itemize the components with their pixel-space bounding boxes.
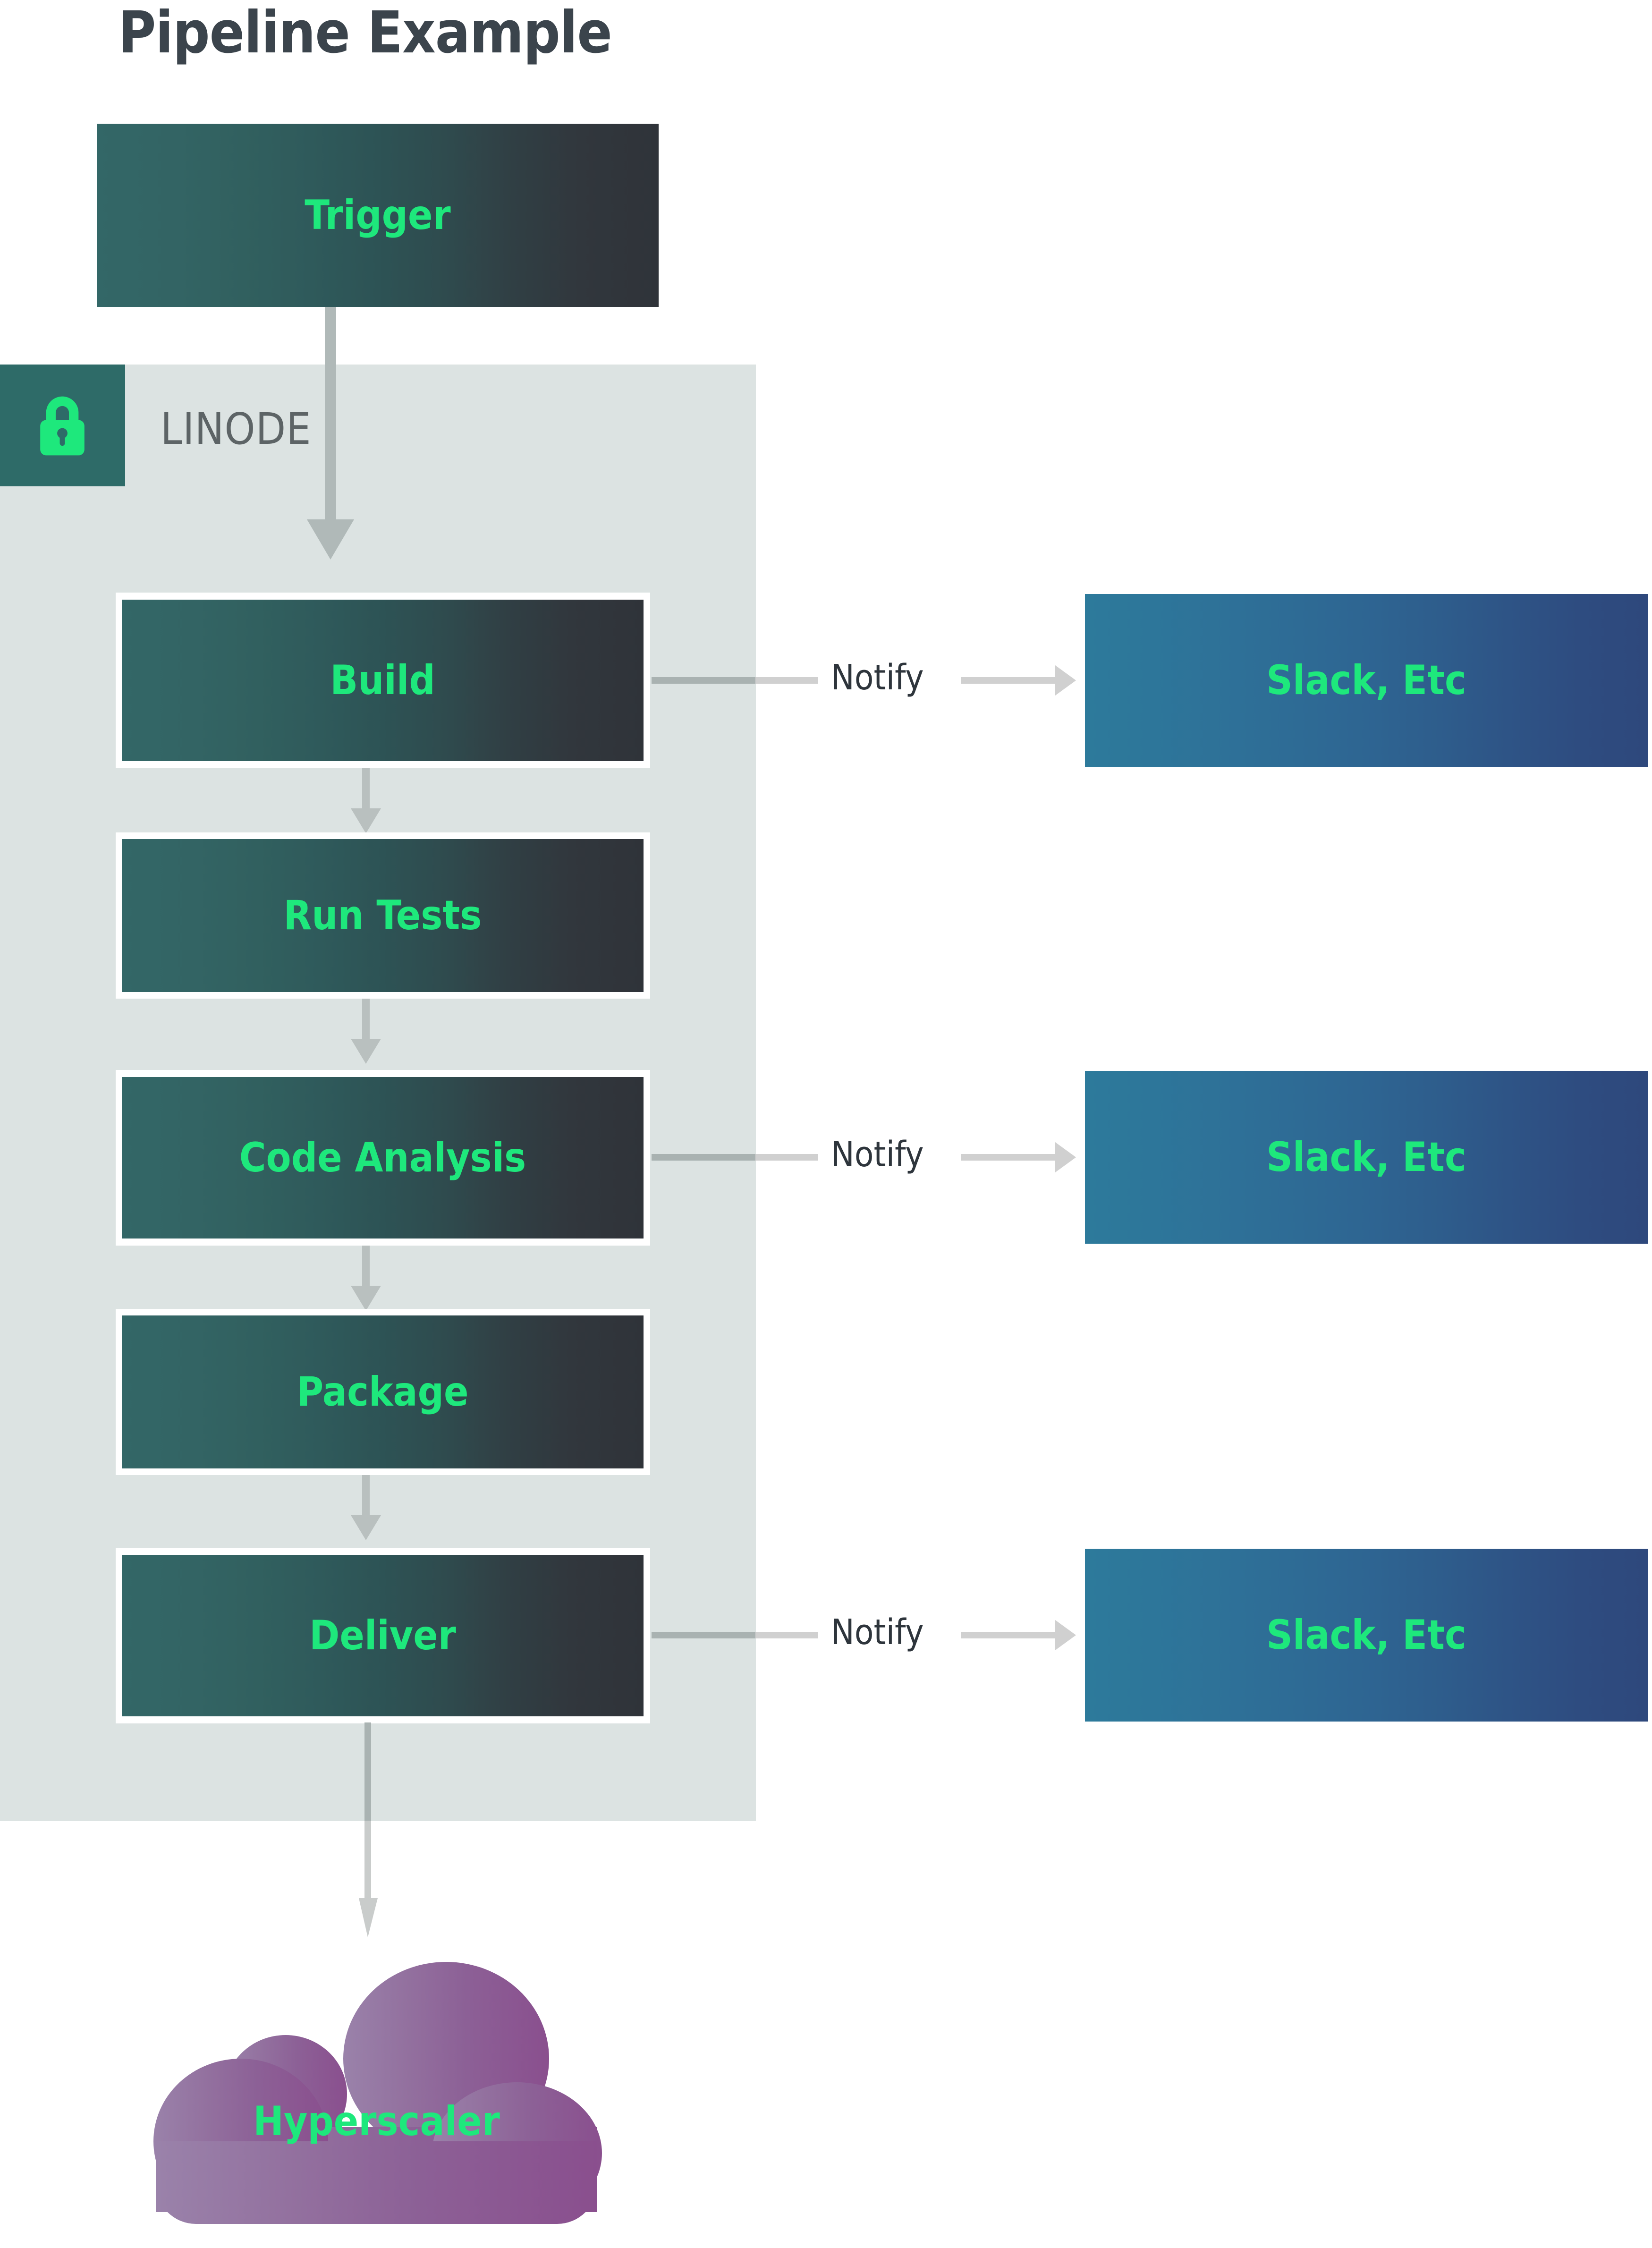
- linode-badge: [0, 365, 125, 486]
- node-slack-2[interactable]: Slack, Etc: [1085, 1071, 1648, 1244]
- node-slack-3[interactable]: Slack, Etc: [1085, 1549, 1648, 1722]
- node-trigger[interactable]: Trigger: [97, 124, 659, 307]
- notify-line-2-tail: [961, 1154, 1055, 1161]
- arrow-package-to-deliver: [351, 1475, 381, 1540]
- node-slack-2-label: Slack, Etc: [1266, 1134, 1466, 1181]
- node-deliver-label: Deliver: [309, 1612, 456, 1659]
- notify-arrowhead-1: [1055, 665, 1076, 696]
- arrow-build-to-run-tests: [351, 768, 381, 833]
- notify-label-3: Notify: [831, 1612, 924, 1653]
- node-package[interactable]: Package: [122, 1315, 644, 1468]
- notify-line-3-tail: [961, 1632, 1055, 1638]
- linode-zone-label: LINODE: [161, 404, 312, 454]
- node-hyperscaler[interactable]: Hyperscaler: [144, 1938, 609, 2224]
- node-trigger-label: Trigger: [305, 192, 451, 239]
- node-build-label: Build: [330, 657, 435, 704]
- arrow-run-tests-to-code-analysis: [351, 999, 381, 1064]
- node-run-tests-label: Run Tests: [283, 892, 482, 939]
- lock-icon: [40, 396, 85, 456]
- node-package-label: Package: [297, 1368, 469, 1416]
- node-slack-3-label: Slack, Etc: [1266, 1612, 1466, 1659]
- node-code-analysis-label: Code Analysis: [239, 1134, 526, 1181]
- cloud-shape: [153, 1962, 602, 2224]
- notify-line-2-inside: [652, 1154, 755, 1161]
- notify-line-1-outside: [755, 677, 818, 684]
- node-run-tests[interactable]: Run Tests: [122, 839, 644, 992]
- node-build[interactable]: Build: [122, 600, 644, 761]
- node-hyperscaler-label: Hyperscaler: [253, 2098, 500, 2145]
- notify-label-1: Notify: [831, 657, 924, 698]
- notify-line-3-outside: [755, 1632, 818, 1638]
- node-code-analysis[interactable]: Code Analysis: [122, 1077, 644, 1239]
- node-slack-1-label: Slack, Etc: [1266, 657, 1466, 704]
- notify-line-2-outside: [755, 1154, 818, 1161]
- notify-arrowhead-2: [1055, 1142, 1076, 1172]
- arrow-trigger-to-build: [307, 307, 354, 560]
- notify-arrowhead-3: [1055, 1620, 1076, 1650]
- notify-line-1-inside: [652, 677, 755, 684]
- page-title: Pipeline Example: [118, 0, 612, 66]
- node-deliver[interactable]: Deliver: [122, 1555, 644, 1716]
- node-slack-1[interactable]: Slack, Etc: [1085, 594, 1648, 767]
- arrow-code-analysis-to-package: [351, 1246, 381, 1311]
- notify-label-2: Notify: [831, 1134, 924, 1175]
- notify-line-3-inside: [652, 1632, 755, 1638]
- arrow-deliver-to-hyperscaler: [359, 1722, 378, 1937]
- notify-line-1-tail: [961, 677, 1055, 684]
